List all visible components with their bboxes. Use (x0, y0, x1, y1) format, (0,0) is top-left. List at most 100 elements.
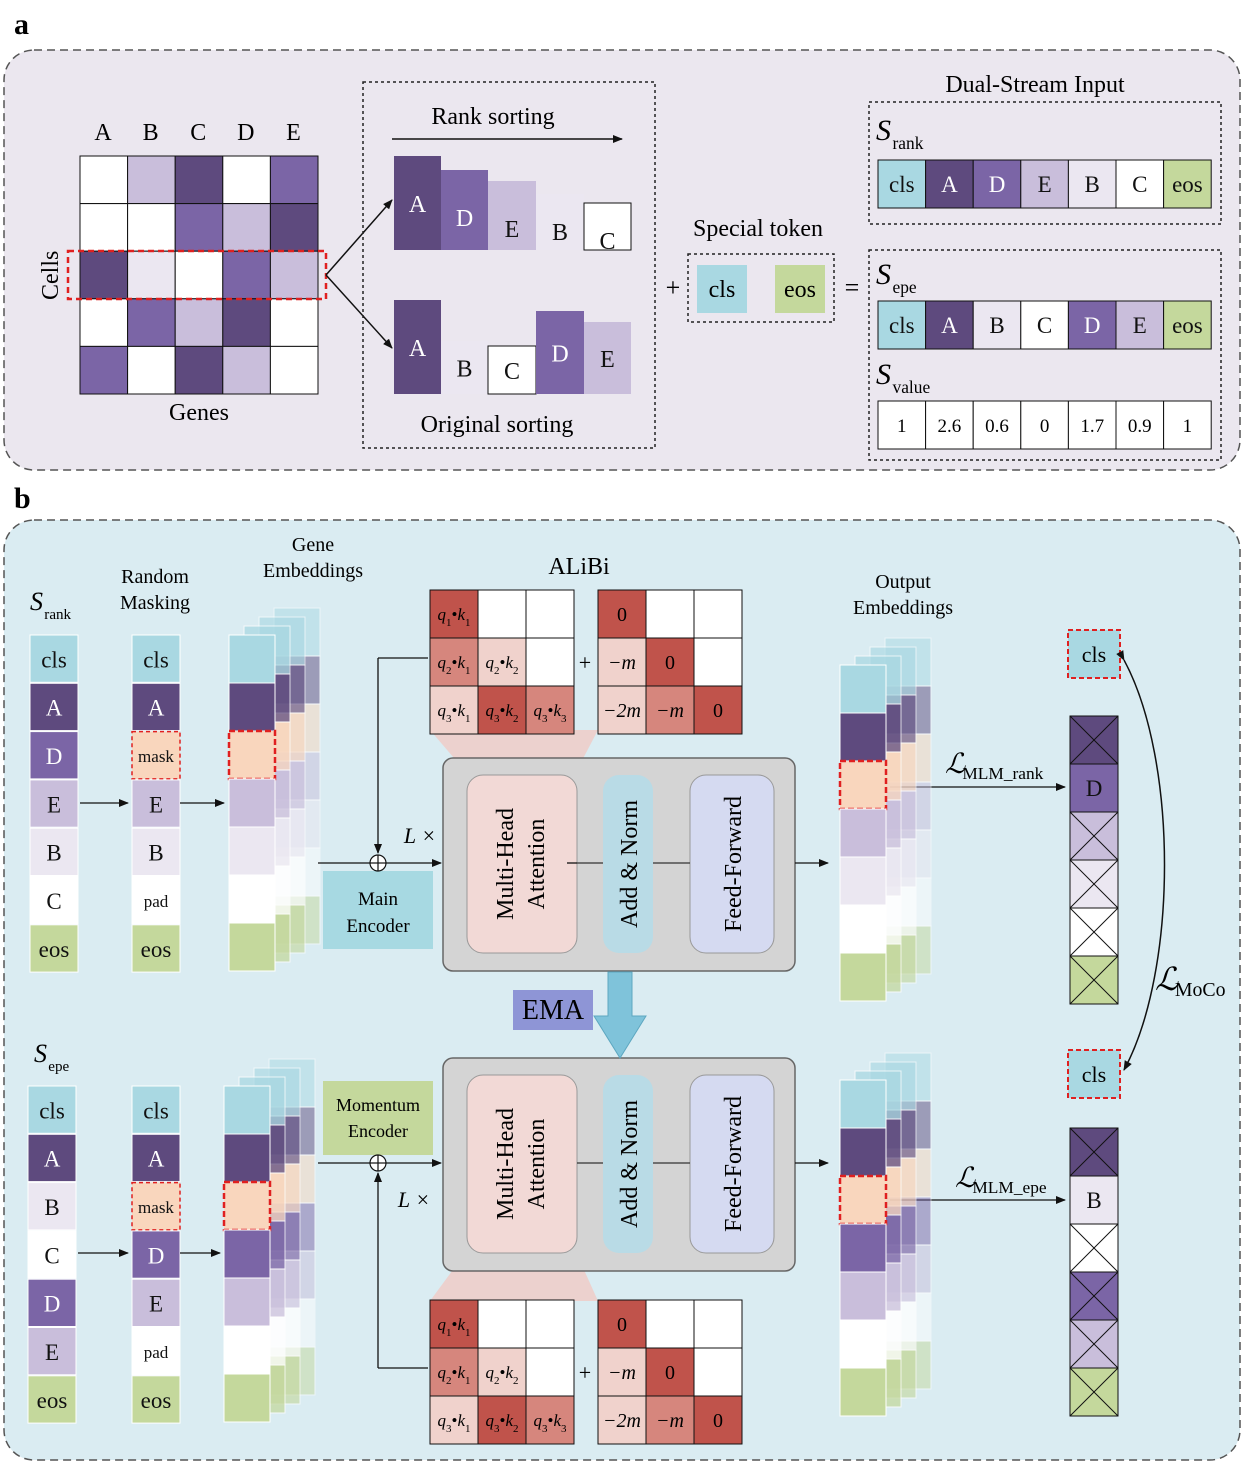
cls-output-bottom (1067, 1049, 1121, 1099)
feed-forward-label: Feed-Forward (721, 1096, 747, 1232)
main-encoder-label-2: Encoder (346, 916, 410, 937)
gene-letter-D: D (237, 120, 254, 146)
embedding-cell (839, 904, 887, 954)
orig-bar-A (394, 300, 441, 394)
bias-cell (693, 685, 743, 735)
qk-cell (525, 637, 575, 687)
sorting-box (362, 81, 656, 449)
qk-cell (525, 685, 575, 735)
bias-cell (597, 1299, 647, 1349)
matrix-cell (174, 250, 224, 300)
token-label-eos: eos (1172, 172, 1203, 197)
qk-label: q2•k2 (486, 1363, 519, 1387)
loss-subscript: MoCo (1175, 979, 1226, 1001)
token-label-D: D (989, 172, 1006, 197)
token-label-B: B (1085, 172, 1100, 197)
bias-cell-label: −m (656, 1410, 684, 1432)
bias-cell (693, 1299, 743, 1349)
orig-bar-D (536, 311, 584, 394)
add-norm-label: Add & Norm (617, 1100, 643, 1228)
column-token-D (131, 1230, 181, 1279)
bias-cell-label: 0 (713, 700, 723, 722)
embedding-cell (228, 682, 276, 732)
bias-cell (597, 1347, 647, 1397)
embedding-cell (839, 1367, 887, 1417)
prediction-label-D: D (1086, 776, 1103, 801)
value-cell (972, 400, 1022, 450)
column-token-label-eos: eos (141, 1388, 172, 1413)
value-cell-label: 0.6 (985, 416, 1009, 437)
matrix-cell (79, 298, 129, 347)
gene-letter-A: A (94, 120, 112, 146)
qk-label: q2•k2 (486, 653, 519, 677)
s-subscript: rank (44, 607, 71, 623)
add-norm-label: Add & Norm (617, 800, 643, 928)
matrix-cell (174, 155, 224, 205)
alibi-title: ALiBi (548, 554, 610, 580)
bias-cell (597, 589, 647, 639)
column-token-label-D: D (46, 744, 63, 769)
ema-arrow (593, 971, 647, 1059)
column-token-cls (131, 1085, 181, 1134)
value-cell (1115, 400, 1165, 450)
value-cell (1163, 400, 1212, 450)
rank-bar-label-E: E (505, 217, 520, 243)
cls-output-bottom-label: cls (1082, 1062, 1106, 1087)
column-token-label-B: B (148, 841, 163, 866)
bias-cell (693, 637, 743, 687)
column-token-eos (29, 924, 79, 973)
value-cell (925, 400, 974, 450)
embedding-cell (838, 1174, 888, 1226)
qk-label: q3•k3 (534, 1411, 568, 1435)
token-eos (1163, 300, 1212, 350)
embedding-cell (838, 759, 888, 811)
random-masking-label-2: Masking (120, 592, 190, 614)
matrix-cell (174, 203, 224, 252)
mha-label-1: Multi-Head (493, 1108, 519, 1220)
token-label-E: E (1038, 172, 1052, 197)
l-times-top: L × (403, 823, 436, 848)
bias-cell (645, 589, 695, 639)
qk-cell (477, 589, 527, 639)
column-token-C (27, 1230, 77, 1279)
column-token-label-eos: eos (39, 937, 70, 962)
column-token-eos (27, 1375, 77, 1424)
add-norm-box (603, 775, 653, 953)
qk-label: q3•k1 (438, 701, 471, 725)
bias-cell (645, 1299, 695, 1349)
column-token-label-A: A (46, 696, 63, 721)
column-token-label-E: E (45, 1340, 59, 1365)
special-token-label: Special token (693, 216, 823, 242)
embedding-cell (223, 1133, 271, 1183)
value-cell-label: 0 (1040, 416, 1050, 437)
embedding-cell (839, 1127, 887, 1177)
cls-output-top-label: cls (1082, 642, 1106, 667)
cross-b (1069, 1319, 1119, 1369)
token-B (972, 300, 1022, 350)
s-letter: S (876, 358, 891, 391)
bias-cell-label: −2m (603, 1410, 641, 1432)
token-D (1067, 300, 1117, 350)
column-token-cls (29, 634, 79, 683)
s-subscript: epe (893, 277, 917, 297)
embedding-cell (222, 1180, 272, 1232)
s-subscript: rank (893, 133, 924, 153)
qk-cell (477, 637, 527, 687)
column-token-label-B: B (46, 841, 61, 866)
s-letter: S (34, 1039, 47, 1068)
orig-bar-label-B: B (456, 357, 472, 383)
column-token-label-D: D (44, 1292, 61, 1317)
column-token-label-cls: cls (41, 647, 67, 672)
column-token-label-pad: pad (144, 1343, 169, 1362)
s-letter: S (876, 258, 891, 291)
